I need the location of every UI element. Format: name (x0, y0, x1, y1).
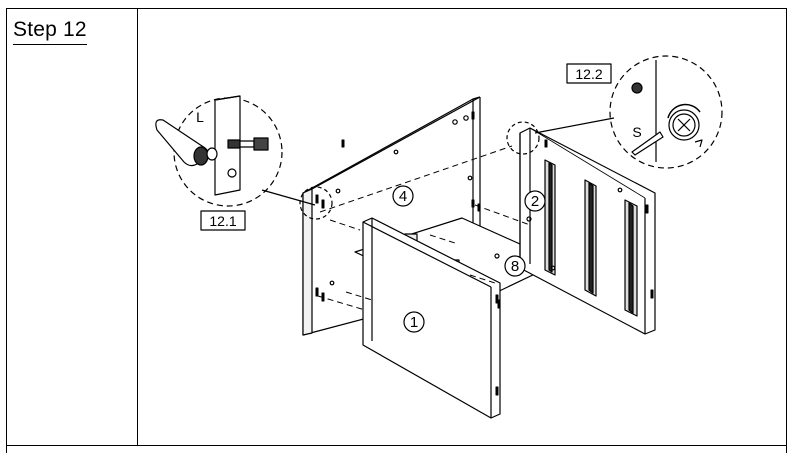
front-panel-1 (362, 217, 501, 419)
part-label-2: 2 (531, 193, 539, 210)
assembly-guide-lines (317, 145, 531, 311)
step-title: Step 12 (13, 18, 87, 45)
part-circle-4 (392, 185, 414, 207)
rotation-arrow (667, 103, 703, 148)
callout-box-12-1 (200, 210, 246, 231)
callout-box-12-2 (566, 63, 612, 84)
row-divider (6, 445, 787, 446)
part-circle-1 (403, 311, 425, 333)
allen-key-tool (155, 119, 218, 167)
detail-circle-12-2 (506, 55, 723, 169)
part-label-4: 4 (399, 188, 407, 205)
part-label-1: 1 (410, 314, 418, 331)
assembly-illustration: 4 2 8 1 12.1 12.2 L S (155, 55, 723, 419)
hardware-label-L: L (196, 109, 204, 125)
dowel-pins (315, 111, 654, 396)
drawer-slides (544, 159, 638, 317)
callout-label-12-2: 12.2 (575, 66, 602, 82)
callout-label-12-1: 12.1 (209, 213, 236, 229)
column-divider (137, 8, 138, 445)
cam-lock-screw (631, 82, 643, 94)
step-frame (6, 8, 787, 453)
cam-bolt (227, 137, 269, 151)
part-circle-2 (524, 190, 546, 212)
hardware-label-S: S (632, 124, 641, 140)
part-circle-8 (504, 255, 526, 277)
side-panel-2 (519, 127, 656, 335)
screwdriver-tool (631, 131, 664, 156)
detail-circle-12-1 (155, 95, 333, 220)
part-label-8: 8 (511, 258, 519, 275)
